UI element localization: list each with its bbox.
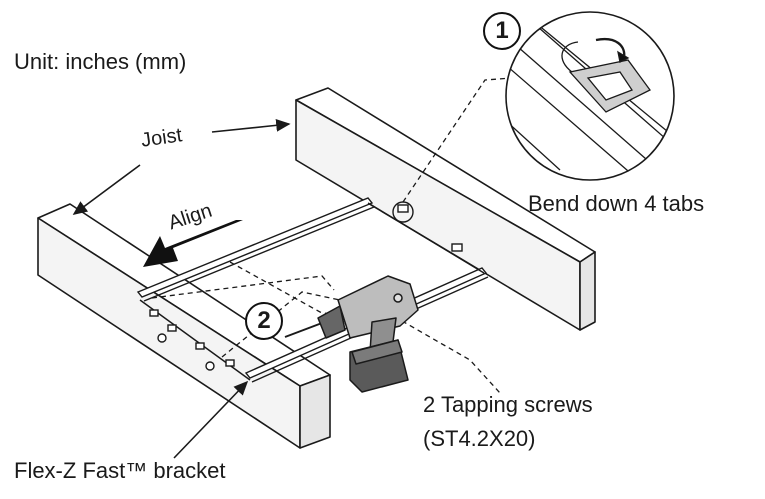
step-2-badge: 2 bbox=[245, 302, 283, 340]
joist-label: Joist bbox=[139, 124, 184, 152]
bracket-label: Flex-Z Fast™ bracket bbox=[14, 458, 226, 483]
step-1-badge: 1 bbox=[483, 12, 521, 50]
align-arrow bbox=[143, 220, 243, 267]
unit-label: Unit: inches (mm) bbox=[14, 49, 187, 74]
pointer-arrows bbox=[72, 118, 291, 459]
drill-illustration bbox=[284, 275, 419, 393]
zoom-detail bbox=[505, 11, 675, 181]
tapping-screws-label: 2 Tapping screws bbox=[423, 392, 593, 417]
back-joist bbox=[295, 87, 596, 331]
screw-spec-label: (ST4.2X20) bbox=[423, 426, 536, 451]
bend-tabs-label: Bend down 4 tabs bbox=[528, 191, 705, 216]
